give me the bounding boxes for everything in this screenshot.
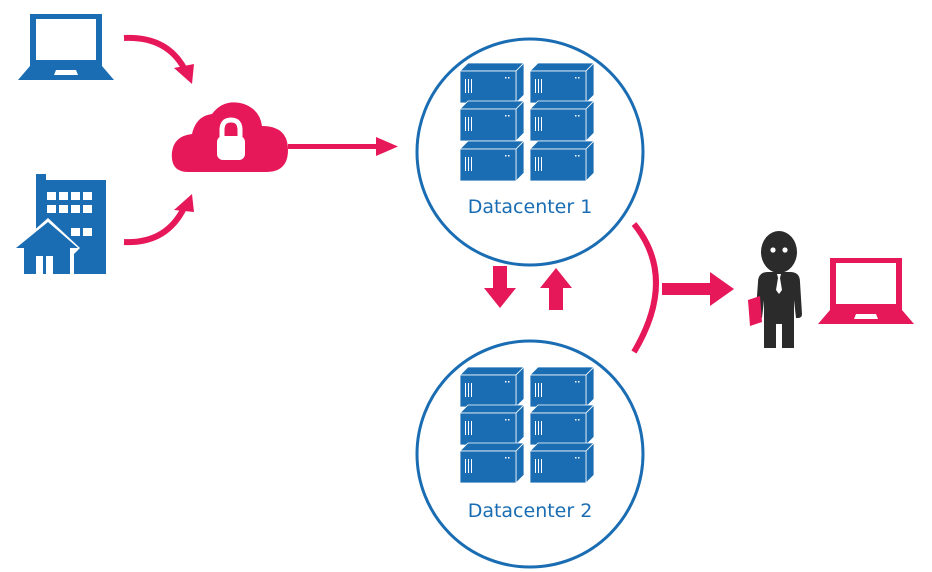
- office-to-cloud-arrow: [123, 194, 194, 246]
- source-office-node: [14, 174, 110, 276]
- datacenter2-label: Datacenter 2: [467, 500, 593, 522]
- up-arrow-icon: [540, 268, 572, 310]
- user-node: [744, 230, 810, 352]
- laptop-icon: [18, 14, 114, 80]
- business-person-icon: [748, 231, 802, 348]
- server-rack-icon: [459, 367, 595, 484]
- folder-icon: [748, 296, 762, 326]
- down-arrow-icon: [484, 266, 516, 308]
- datacenter2-servers: [458, 367, 598, 489]
- laptop-icon: [818, 258, 914, 324]
- server-rack-icon: [459, 63, 595, 182]
- secure-cloud-node: [170, 98, 292, 174]
- destination-laptop-node: [818, 256, 914, 326]
- source-laptop-node: [18, 12, 114, 82]
- datacenter2-node: Datacenter 2: [414, 338, 646, 570]
- laptop-to-cloud-arrow: [123, 34, 194, 84]
- datacenter1-servers: [458, 63, 598, 185]
- secure-cloud-lock-icon: [171, 102, 288, 172]
- replication-arrows: [484, 266, 572, 310]
- datacenters-to-user-arrow: [631, 222, 734, 354]
- datacenter1-node: Datacenter 1: [414, 36, 646, 268]
- office-building-icon: [14, 174, 106, 274]
- cloud-to-datacenter1-arrow: [288, 137, 398, 156]
- datacenter1-label: Datacenter 1: [467, 196, 593, 218]
